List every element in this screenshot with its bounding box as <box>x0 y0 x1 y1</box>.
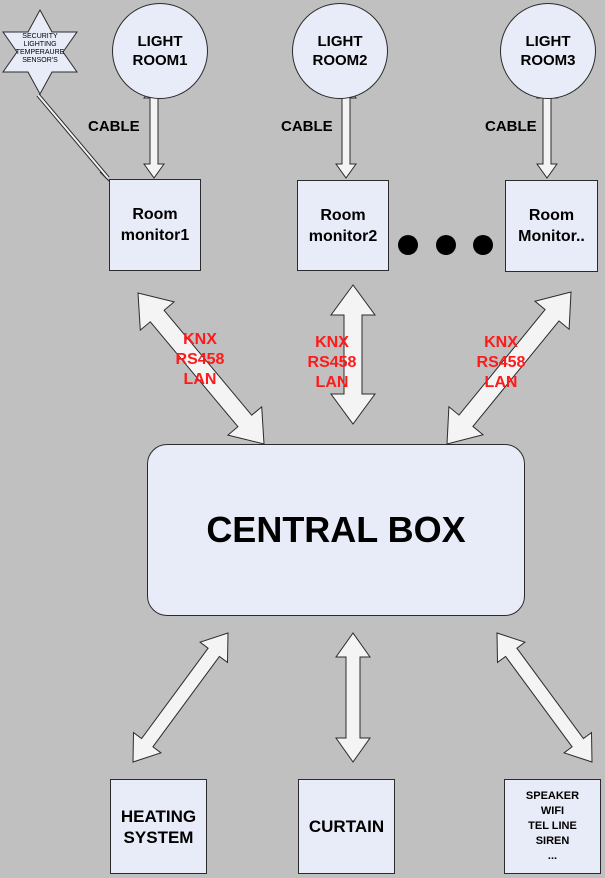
curtain-box: CURTAIN <box>298 779 395 874</box>
light-label: ROOM1 <box>132 52 188 69</box>
central-box: CENTRAL BOX <box>147 444 525 616</box>
protocol-lan: LAN <box>183 371 217 388</box>
protocol-label-middle: KNX RS458 LAN <box>294 333 370 393</box>
ellipsis-dot <box>473 235 493 255</box>
sensor-link-arrow <box>36 93 111 183</box>
protocol-rs458: RS458 <box>175 351 225 368</box>
protocol-rs458: RS458 <box>476 354 526 371</box>
light-room2-node: LIGHT ROOM2 <box>292 3 388 99</box>
sensor-line: SENSOR'S <box>22 57 58 64</box>
ellipsis-dot <box>398 235 418 255</box>
protocol-knx: KNX <box>484 334 518 351</box>
light-label: ROOM3 <box>520 52 576 69</box>
light-label: LIGHT <box>525 33 571 50</box>
sensor-line: SECURITY <box>22 33 58 40</box>
monitor-label: Room <box>320 206 366 224</box>
misc-line: SIREN <box>535 835 570 847</box>
curtain-arrow <box>335 632 371 763</box>
sensor-line: LIGHTING <box>23 41 57 48</box>
protocol-label-right: KNX RS458 LAN <box>463 333 539 393</box>
protocol-knx: KNX <box>315 334 349 351</box>
ellipsis-dot <box>436 235 456 255</box>
cable-label-2: CABLE <box>281 118 333 135</box>
protocol-lan: LAN <box>315 374 349 391</box>
heating-label: HEATING <box>120 806 197 826</box>
protocol-lan: LAN <box>484 374 518 391</box>
room-monitor1-box: Room monitor1 <box>109 179 201 271</box>
misc-line: ... <box>547 850 558 862</box>
misc-devices-box: SPEAKER WIFI TEL LINE SIREN ... <box>504 779 601 874</box>
sensor-line: TEMPERAURE <box>15 49 65 56</box>
bus-arrow-middle <box>330 284 376 425</box>
cable-label-3: CABLE <box>485 118 537 135</box>
misc-line: TEL LINE <box>528 820 577 832</box>
heating-system-box: HEATING SYSTEM <box>110 779 207 874</box>
room-monitor3-box: Room Monitor.. <box>505 180 598 272</box>
light-label: ROOM2 <box>312 52 368 69</box>
sensor-star-label: SECURITY LIGHTING TEMPERAURE SENSOR'S <box>2 33 78 65</box>
light-room1-node: LIGHT ROOM1 <box>112 3 208 99</box>
protocol-knx: KNX <box>183 331 217 348</box>
light-label: LIGHT <box>137 33 183 50</box>
protocol-rs458: RS458 <box>307 354 357 371</box>
light-room3-node: LIGHT ROOM3 <box>500 3 596 99</box>
monitor-label: monitor2 <box>308 227 378 245</box>
monitor-label: Monitor.. <box>518 228 585 245</box>
misc-arrow <box>496 632 593 763</box>
light-label: LIGHT <box>317 33 363 50</box>
heating-arrow <box>132 632 229 763</box>
heating-label: SYSTEM <box>123 827 194 847</box>
protocol-label-left: KNX RS458 LAN <box>162 330 238 390</box>
cable-label-1: CABLE <box>88 118 140 135</box>
misc-line: SPEAKER <box>525 790 580 802</box>
monitor-label: Room <box>132 206 178 223</box>
curtain-label: CURTAIN <box>308 816 385 836</box>
monitor-label: Room <box>528 207 575 224</box>
central-box-label: CENTRAL BOX <box>206 509 466 550</box>
misc-line: WIFI <box>540 805 565 817</box>
room-monitor2-box: Room monitor2 <box>297 180 389 271</box>
sensor-star-shape <box>2 8 78 96</box>
monitor-label: monitor1 <box>120 227 190 244</box>
